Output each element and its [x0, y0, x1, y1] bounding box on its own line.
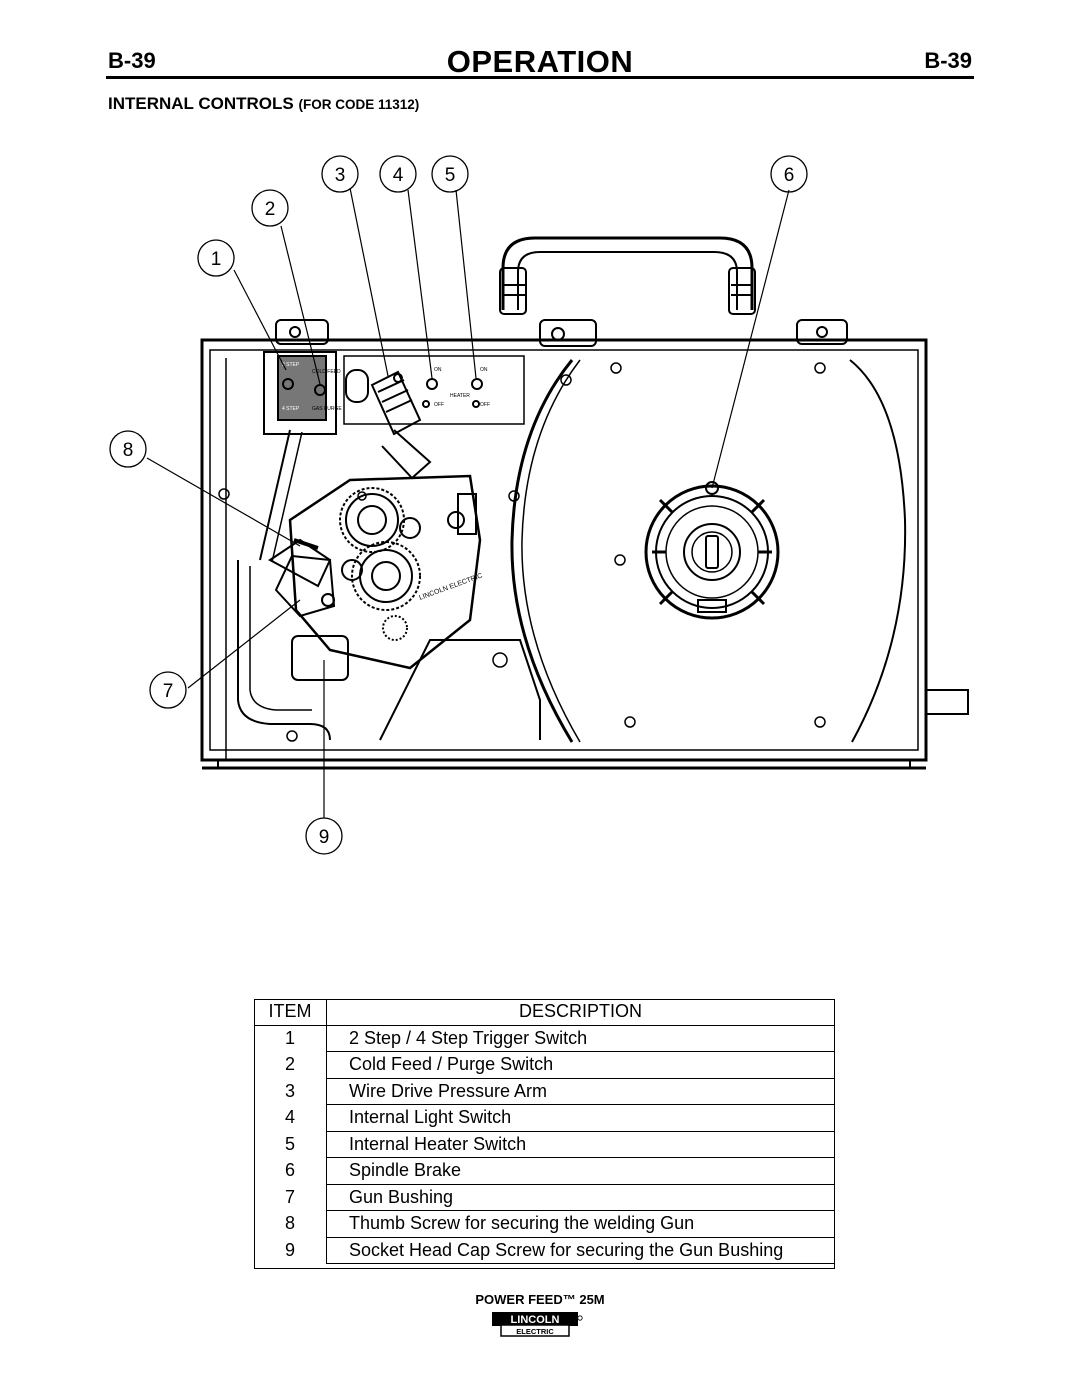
label-off-2: OFF: [480, 402, 490, 408]
label-off-1: OFF: [434, 402, 444, 408]
callout-7: [149, 671, 187, 709]
callout-4: [379, 155, 417, 193]
label-4step: 4 STEP: [282, 406, 300, 412]
callout-3: [321, 155, 359, 193]
callout-5: [431, 155, 469, 193]
callout-5-number: 5: [445, 165, 456, 186]
label-on-2: ON: [480, 367, 488, 373]
pressure-arm: [370, 370, 432, 480]
row-item: 6: [254, 1157, 327, 1184]
row-item: 1: [254, 1025, 327, 1052]
callout-6: [770, 155, 808, 193]
callout-2-number: 2: [265, 199, 276, 220]
row-item: 9: [254, 1237, 327, 1264]
row-item: 3: [254, 1078, 327, 1105]
callout-6-number: 6: [784, 165, 795, 186]
callout-3-number: 3: [335, 165, 346, 186]
logo-bottom-text: ELECTRIC: [516, 1327, 554, 1336]
header-item: ITEM: [254, 999, 327, 1026]
page-code-right: B-39: [924, 48, 972, 73]
control-panel: 2 STEP 4 STEP COLD FEED GAS PURGE ON OFF…: [263, 351, 525, 435]
label-2step: 2 STEP: [282, 362, 300, 368]
footer-product-name: POWER FEED™ 25M: [475, 1292, 605, 1307]
row-description: Internal Heater Switch: [326, 1131, 834, 1158]
callout-9: [305, 817, 343, 855]
row-item: 5: [254, 1131, 327, 1158]
label-gas-purge: GAS PURGE: [312, 406, 342, 412]
logo-top-text: LINCOLN: [511, 1314, 560, 1326]
row-description: Thumb Screw for securing the welding Gun: [326, 1210, 834, 1238]
row-description: Cold Feed / Purge Switch: [326, 1051, 834, 1079]
parts-table-header: ITEM DESCRIPTION: [254, 999, 834, 1026]
row-item: 2: [254, 1051, 327, 1078]
callout-8-number: 8: [123, 440, 134, 461]
page-code-left: B-39: [108, 48, 156, 73]
wire-feeder-diagram: 2 STEP 4 STEP COLD FEED GAS PURGE ON OFF…: [109, 155, 969, 855]
callout-2: [251, 189, 289, 227]
page-title: OPERATION: [446, 44, 634, 79]
section-title: INTERNAL CONTROLS: [108, 94, 294, 113]
callout-1: [197, 239, 235, 277]
panel-screws: [218, 362, 826, 742]
section-heading: INTERNAL CONTROLS (FOR CODE 11312): [108, 94, 419, 114]
row-item: 8: [254, 1210, 327, 1237]
row-description: Internal Light Switch: [326, 1104, 834, 1132]
row-item: 4: [254, 1104, 327, 1131]
header-rule: [106, 76, 974, 79]
wire-drive: LINCOLN ELECTRIC: [268, 474, 484, 681]
section-subtitle: (FOR CODE 11312): [298, 97, 420, 112]
row-description: Spindle Brake: [326, 1157, 834, 1185]
header-description: DESCRIPTION: [326, 999, 834, 1026]
leader-lines: [146, 187, 790, 818]
callouts: [109, 155, 808, 855]
row-description: Socket Head Cap Screw for securing the G…: [326, 1237, 834, 1264]
label-cold-feed: COLD FEED: [312, 369, 341, 375]
callout-7-number: 7: [163, 681, 174, 702]
row-description: 2 Step / 4 Step Trigger Switch: [326, 1025, 834, 1052]
row-item: 7: [254, 1184, 327, 1211]
top-hinges: [275, 319, 848, 347]
label-on-1: ON: [434, 367, 442, 373]
callout-8: [109, 430, 147, 468]
callout-1-number: 1: [211, 249, 222, 270]
row-description: Wire Drive Pressure Arm: [326, 1078, 834, 1105]
row-description: Gun Bushing: [326, 1184, 834, 1211]
spindle-hub: [644, 481, 780, 620]
gun-channel: [225, 358, 541, 760]
enclosure: [200, 338, 969, 770]
callout-4-number: 4: [393, 165, 404, 186]
lincoln-electric-logo: LINCOLN ELECTRIC: [492, 1312, 583, 1337]
label-heater: HEATER: [450, 393, 470, 399]
callout-9-number: 9: [319, 827, 330, 848]
carry-handle: [499, 236, 756, 315]
